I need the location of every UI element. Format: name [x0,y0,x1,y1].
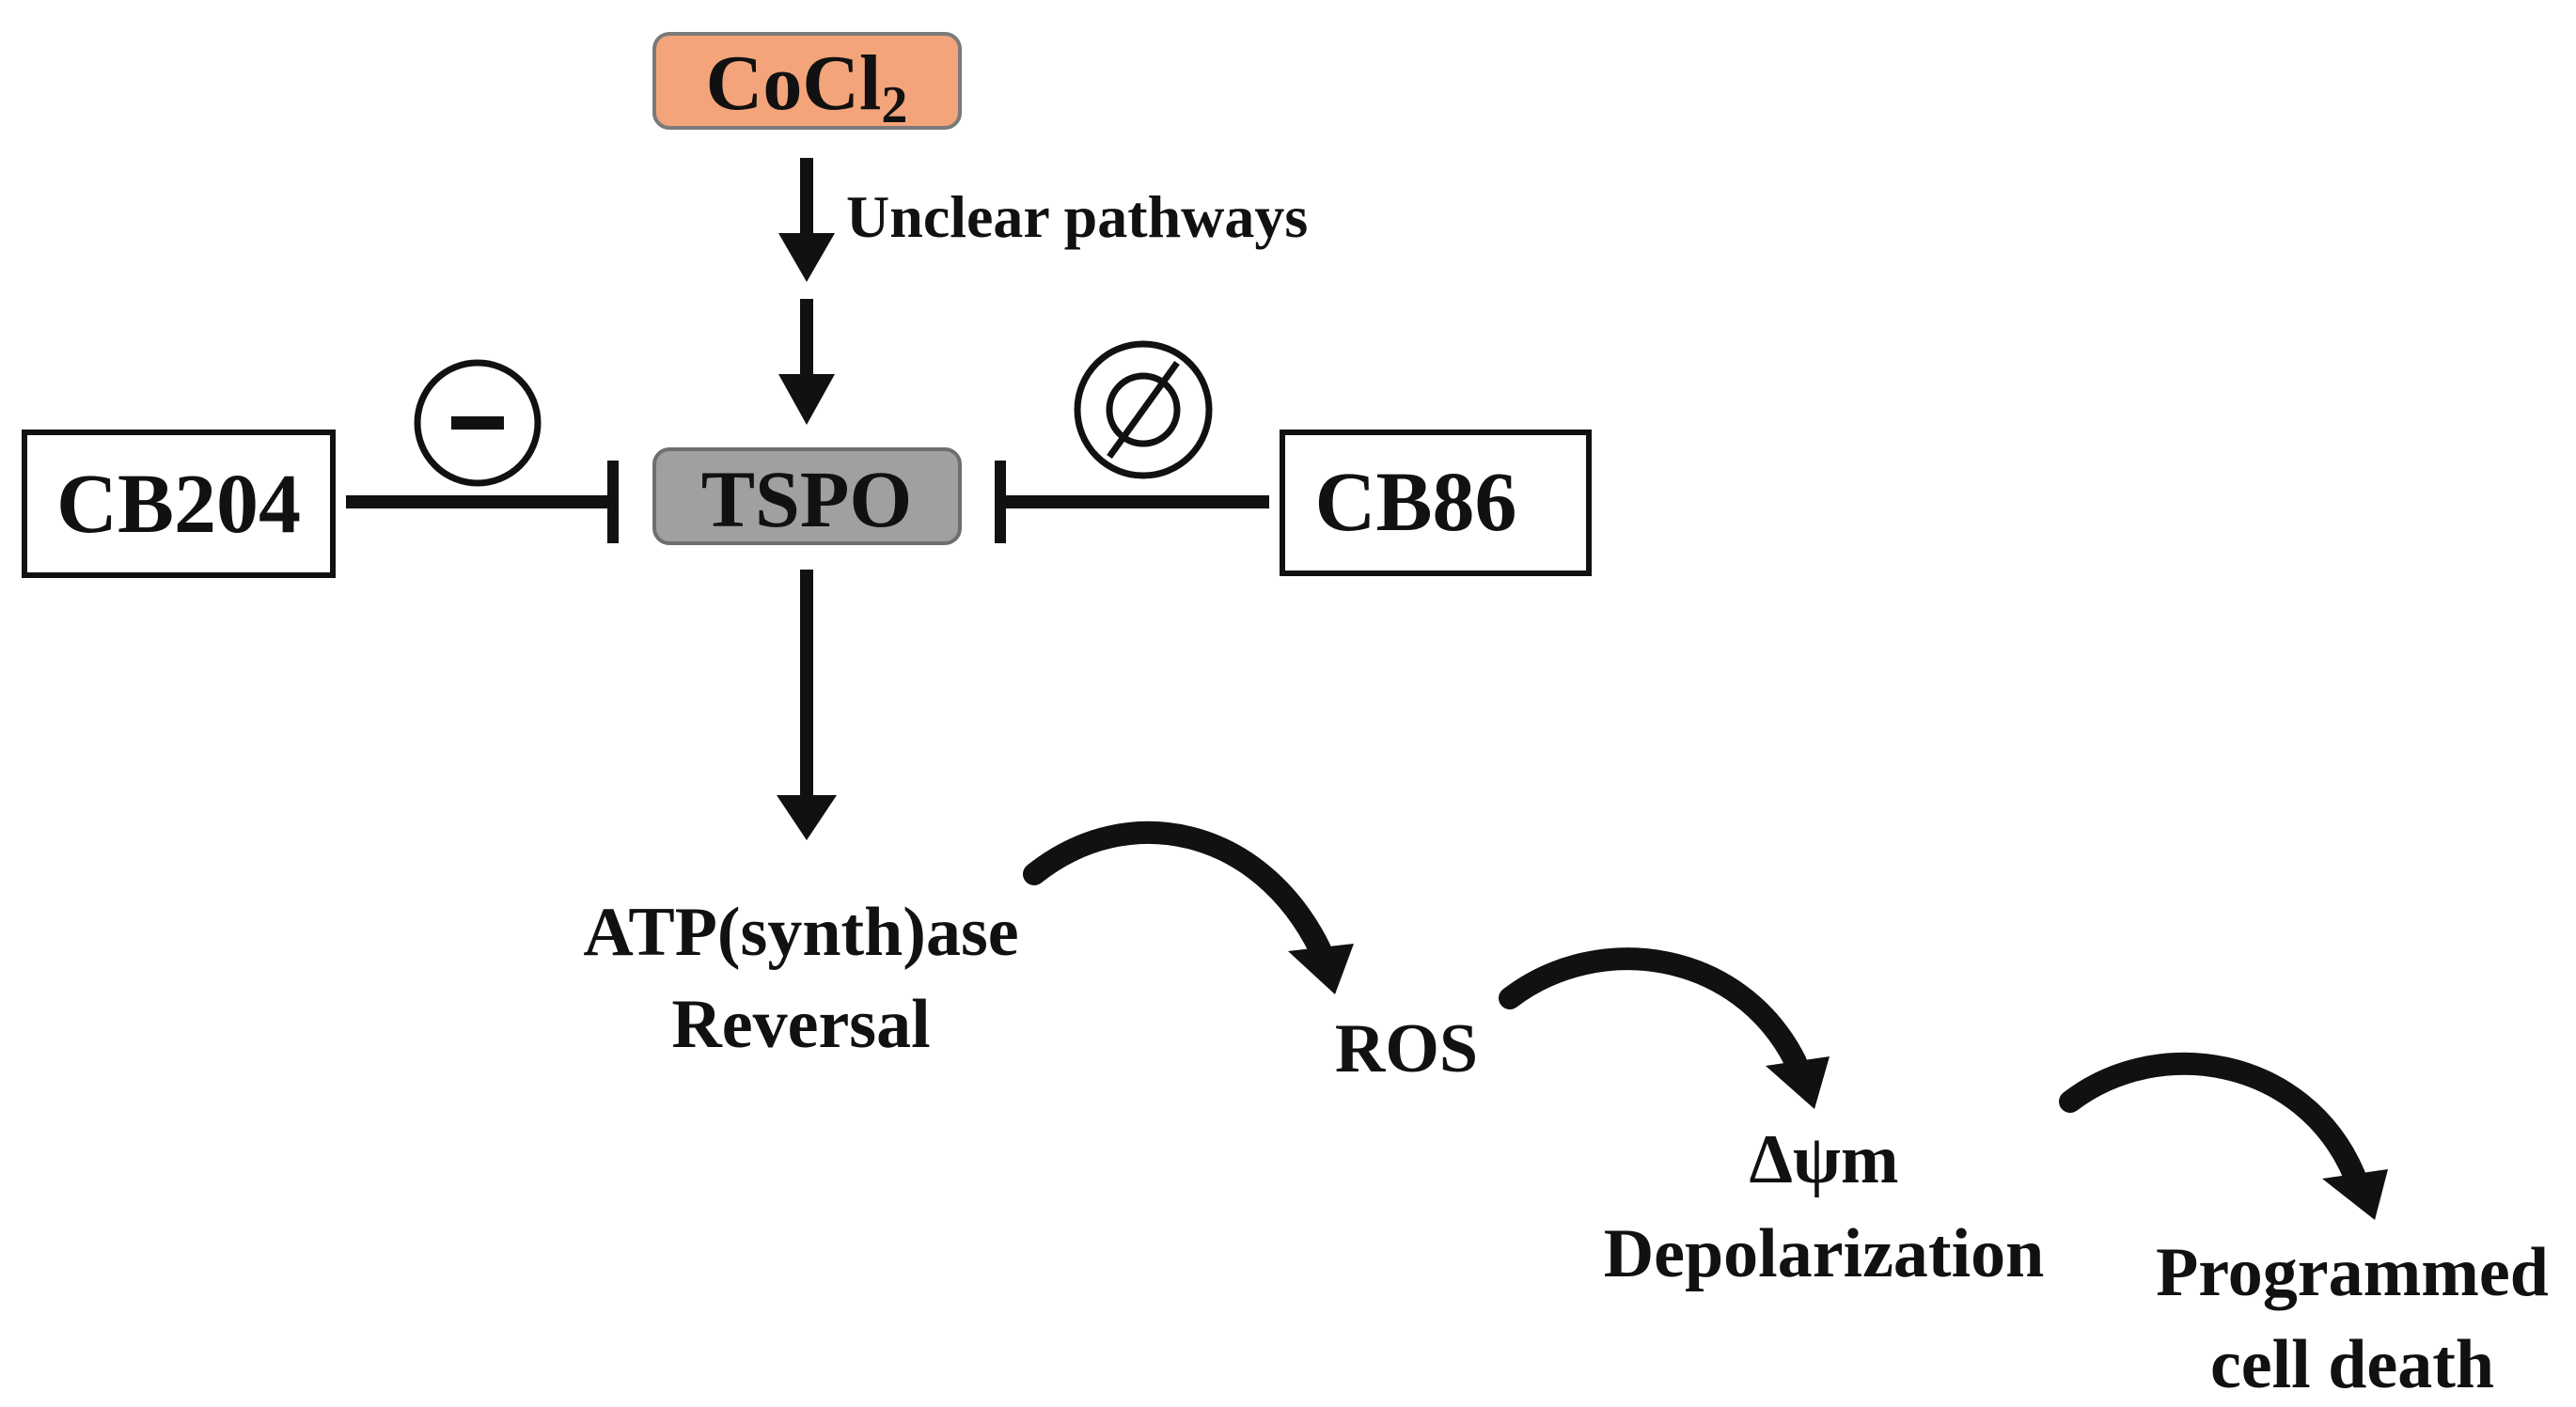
death-node: Programmed cell death [2156,1234,2549,1403]
dpsi-label-line2: Depolarization [1604,1215,2045,1292]
arrow-tspo-to-atp [777,570,837,840]
cb204-label: CB204 [56,458,301,551]
unclear-pathways-label: Unclear pathways [846,183,1308,250]
minus-circle-icon [414,359,542,487]
curved-arrow-dpsi-to-death [2059,1052,2388,1220]
atp-node: ATP(synth)ase Reversal [583,894,1018,1063]
cocl2-box [652,32,962,130]
curved-arrow-atp-to-ros [1023,821,1354,994]
cb86-node: CB86 [1280,430,1592,576]
cb204-inhibition-edge [346,461,619,543]
cocl2-subscript: 2 [881,76,907,134]
cb86-label: CB86 [1314,456,1516,549]
tspo-node: TSPO [652,447,962,545]
cocl2-label: CoCl2 [706,39,908,134]
death-label-line1: Programmed [2156,1234,2549,1311]
ros-label: ROS [1335,1010,1478,1087]
tspo-box [652,447,962,545]
curved-arrow-ros-to-dpsi [1499,947,1830,1109]
cocl2-node: CoCl2 [652,32,962,134]
dpsi-node: Δψm Depolarization [1604,1121,2045,1292]
cb86-inhibition-edge [995,461,1269,543]
atp-label-line1: ATP(synth)ase [583,894,1018,971]
arrow-cocl2-down [778,158,835,282]
tspo-label: TSPO [701,454,913,544]
cb204-box [22,430,336,578]
death-label-line2: cell death [2210,1326,2494,1403]
cb86-box [1280,430,1592,576]
dpsi-label-line1: Δψm [1750,1121,1899,1198]
atp-label-line2: Reversal [671,986,930,1063]
empty-set-icon [1074,340,1213,479]
cocl2-main-text: CoCl [706,39,882,127]
cb204-node: CB204 [22,430,336,578]
arrow-to-tspo [778,299,835,425]
